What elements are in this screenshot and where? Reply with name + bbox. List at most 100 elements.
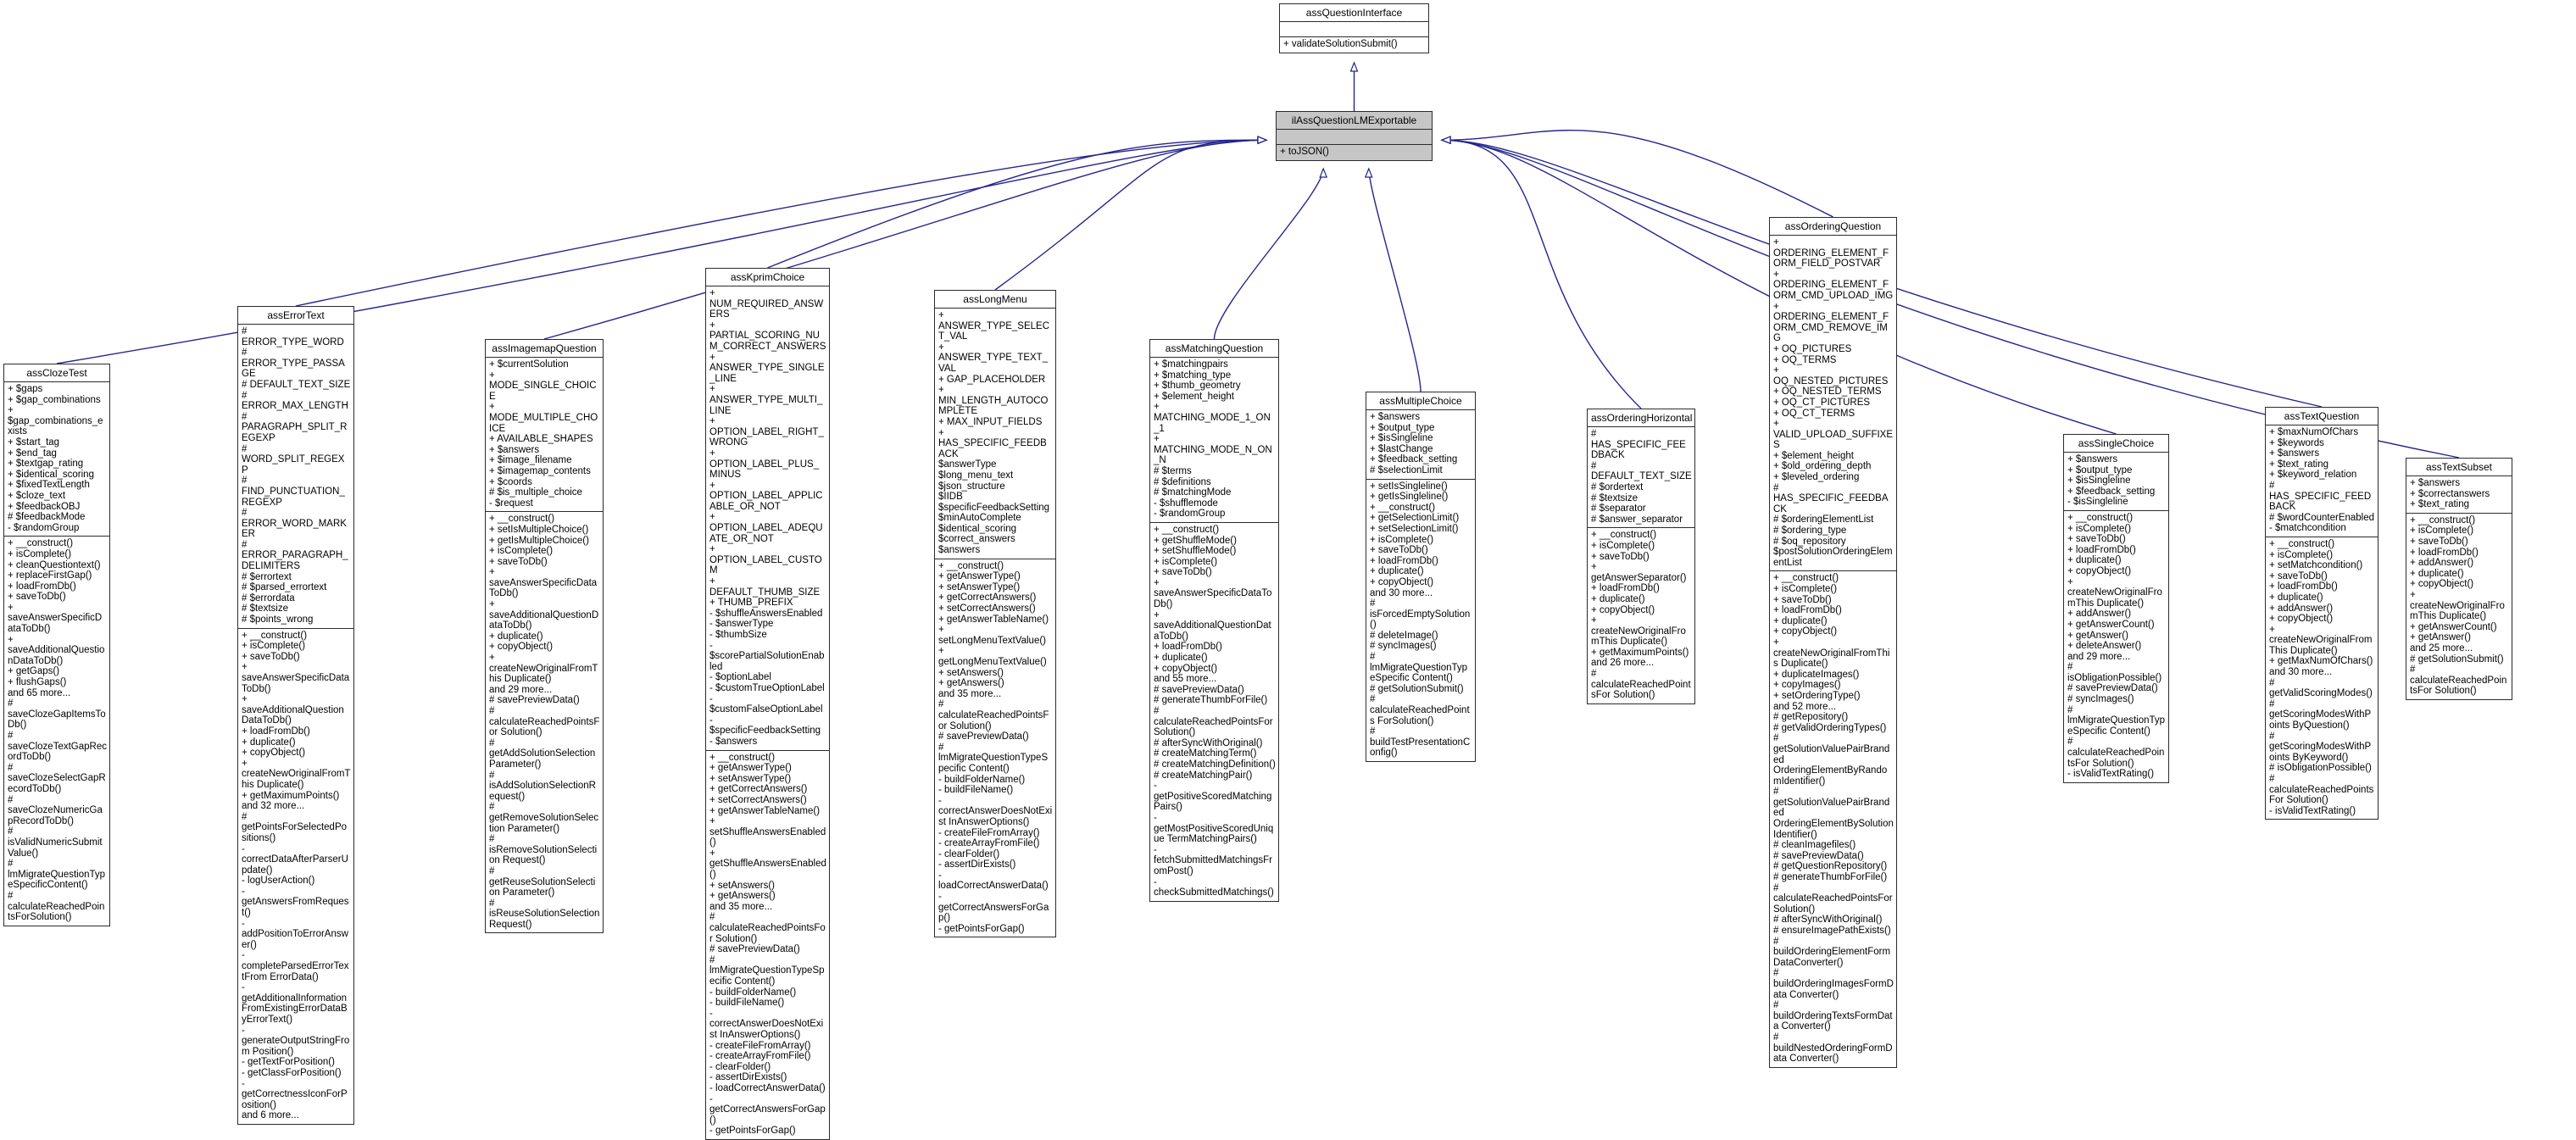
class-method-row: + saveAnswerSpecificDataToDb() — [1154, 577, 1272, 610]
class-node-assErrorText[interactable]: assErrorText# ERROR_TYPE_WORD# ERROR_TYP… — [237, 306, 354, 1125]
class-method-row: + saveToDb() — [242, 651, 300, 662]
class-method-row: + setIsSingleline() — [1370, 481, 1448, 492]
class-method-row: + duplicate() — [489, 631, 543, 642]
class-node-assMultipleChoice[interactable]: assMultipleChoice+ $answers+ $output_typ… — [1366, 392, 1476, 762]
class-attribute-row: - $scorePartialSolutionEnabled — [709, 640, 825, 672]
class-method-row: - logUserAction() — [242, 876, 315, 887]
class-method-row: + getMaximumPoints() — [242, 790, 340, 801]
class-methods: + __construct()+ getShuffleMode()+ setSh… — [1150, 523, 1278, 901]
class-method-row: + getAnswerTableName() — [709, 805, 821, 816]
class-diagram-canvas: assQuestionInterface+ validateSolutionSu… — [3, 3, 2512, 1140]
class-attribute-row: # ERROR_MAX_LENGTH — [242, 390, 348, 412]
class-method-row: and 65 more... — [8, 687, 71, 698]
class-method-row: + duplicate() — [1154, 653, 1208, 664]
class-method-row: + saveToDb() — [2067, 534, 2126, 545]
class-method-row: - completeParsedErrorTextFrom ErrorData(… — [242, 950, 349, 982]
class-method-row: - getPositiveScoredMatching Pairs() — [1154, 781, 1272, 813]
class-method-row: and 52 more... — [1773, 701, 1837, 712]
class-node-assSingleChoice[interactable]: assSingleChoice+ $answers+ $output_type+… — [2063, 434, 2169, 783]
class-node-assOrderingQuestion[interactable]: assOrderingQuestion+ ORDERING_ELEMENT_FO… — [1769, 217, 1897, 1068]
class-method-row: # createMatchingTerm() — [1154, 748, 1257, 759]
class-methods: + __construct()+ isComplete()+ saveToDb(… — [2064, 511, 2168, 782]
class-method-row: # getReuseSolutionSelection Parameter() — [489, 865, 596, 898]
class-method-row: + copyObject() — [1154, 663, 1218, 674]
class-node-assImagemapQuestion[interactable]: assImagemapQuestion+ $currentSolution+ M… — [485, 339, 604, 934]
class-node-assOrderingHorizontal[interactable]: assOrderingHorizontal# HAS_SPECIFIC_FEED… — [1587, 409, 1695, 704]
class-method-row: + setIsMultipleChoice() — [489, 524, 589, 535]
class-attribute-row: + MODE_MULTIPLE_CHOICE — [489, 402, 598, 434]
class-attribute-row: # PARAGRAPH_SPLIT_REGEXP — [242, 411, 348, 443]
class-method-row: + setAnswers() — [709, 880, 776, 891]
class-method-row: + duplicate() — [242, 737, 296, 748]
class-method-row: + getCorrectAnswers() — [938, 592, 1037, 603]
class-attribute-row: - $shuffleAnswersEnabled — [709, 608, 823, 619]
class-method-row: + copyObject() — [2410, 579, 2474, 590]
class-node-assQuestionInterface[interactable]: assQuestionInterface+ validateSolutionSu… — [1279, 3, 1429, 53]
class-method-row: # getSolutionSubmit() — [1370, 683, 1464, 694]
class-method-row: + isComplete() — [1370, 534, 1434, 545]
class-attribute-row: $identical_scoring — [938, 523, 1017, 534]
class-method-row: # generateThumbForFile() — [1154, 695, 1268, 706]
class-method-row: - clearFolder() — [709, 1061, 771, 1072]
class-method-row: # saveClozeNumericGapRecordToDb() — [8, 794, 103, 826]
class-attribute-row: + $feedbackOBJ — [8, 501, 81, 512]
class-attributes: # ERROR_TYPE_WORD# ERROR_TYPE_PASSAGE# D… — [238, 325, 353, 629]
class-method-row: + duplicate() — [1591, 593, 1645, 604]
class-attribute-row: # $separator — [1591, 503, 1646, 514]
class-method-row: + isComplete() — [242, 641, 306, 652]
class-attribute-row: $json_structure — [938, 481, 1005, 492]
class-attribute-row: + $leveled_ordering — [1773, 472, 1860, 483]
class-attribute-row: + $answers — [2269, 448, 2320, 459]
class-method-row: # deleteImage() — [1370, 630, 1438, 641]
class-method-row: # isObligationPossible() — [2269, 763, 2372, 774]
class-attribute-row: # $definitions — [1154, 476, 1211, 487]
class-method-row: + getAnswers() — [709, 891, 776, 902]
class-node-assLongMenu[interactable]: assLongMenu+ ANSWER_TYPE_SELECT_VAL+ ANS… — [934, 290, 1056, 938]
class-attributes — [1277, 130, 1432, 145]
class-node-ilAssQuestionLMExportable[interactable]: ilAssQuestionLMExportable+ toJSON() — [1276, 111, 1433, 161]
class-method-row: # getScoringModesWithPoints ByKeyword() — [2269, 731, 2372, 763]
class-attribute-row: $long_menu_text — [938, 470, 1014, 481]
class-method-row: + getAnswerSeparator() — [1591, 562, 1687, 583]
class-attribute-row: + OPTION_LABEL_PLUS_MINUS — [709, 448, 820, 481]
class-method-row: and 25 more... — [2410, 642, 2473, 653]
class-method-row: # buildOrderingImagesFormData Converter(… — [1773, 968, 1894, 1000]
class-attributes: + $answers+ $correctanswers+ $text_ratin… — [2406, 476, 2512, 514]
class-attribute-row: - $answers — [709, 736, 758, 747]
class-method-row: + setCorrectAnswers() — [709, 794, 807, 805]
class-method-row: + isComplete() — [1773, 584, 1838, 594]
class-attributes: + $matchingpairs+ $matching_type+ $thumb… — [1150, 358, 1278, 523]
class-node-assTextSubset[interactable]: assTextSubset+ $answers+ $correctanswers… — [2406, 458, 2512, 700]
class-attribute-row: # $ordering_type — [1773, 526, 1847, 537]
class-methods: + __construct()+ isComplete()+ saveToDb(… — [238, 629, 353, 1124]
class-method-row: + deleteAnswer() — [2067, 641, 2142, 652]
class-method-row: - createArrayFromFile() — [709, 1051, 811, 1062]
class-attribute-row: + ANSWER_TYPE_TEXT_VAL — [938, 342, 1049, 374]
class-attribute-row: + OQ_CT_TERMS — [1773, 408, 1855, 419]
class-method-row: + flushGaps() — [8, 677, 67, 688]
class-attribute-row: # $textsize — [242, 603, 288, 614]
class-method-row: # isValidNumericSubmitValue() — [8, 826, 103, 859]
class-node-assKprimChoice[interactable]: assKprimChoice+ NUM_REQUIRED_ANSWERS+ PA… — [705, 268, 830, 1140]
class-node-assClozeTest[interactable]: assClozeTest+ $gaps+ $gap_combinations+ … — [3, 364, 110, 926]
class-node-assMatchingQuestion[interactable]: assMatchingQuestion+ $matchingpairs+ $ma… — [1149, 339, 1279, 902]
class-method-row: + __construct() — [2067, 512, 2134, 523]
class-method-row: + getAnswer() — [2067, 630, 2128, 641]
class-method-row: + setAnswers() — [938, 667, 1004, 678]
class-attribute-row: # $errortext — [242, 571, 292, 582]
class-method-row: - buildFileName() — [709, 998, 785, 1009]
class-attribute-row: + $identical_scoring — [8, 469, 94, 480]
class-attribute-row: # $textsize — [1591, 492, 1638, 503]
class-node-assTextQuestion[interactable]: assTextQuestion+ $maxNumOfChars+ $keywor… — [2265, 407, 2378, 820]
class-method-row: + loadFromDb() — [242, 726, 310, 737]
class-method-row: + setCorrectAnswers() — [938, 603, 1036, 614]
class-method-row: + duplicateImages() — [1773, 669, 1860, 680]
class-node-title: assOrderingHorizontal — [1588, 409, 1694, 427]
class-method-row: + createNewOriginalFromThis Duplicate() — [1773, 637, 1890, 670]
class-method-row: - buildFolderName() — [938, 774, 1026, 785]
class-method-row: + loadFromDb() — [8, 581, 76, 592]
class-method-row: + saveToDb() — [1370, 545, 1428, 556]
class-method-row: + setAnswerType() — [938, 581, 1021, 592]
class-attribute-row: + OQ_NESTED_TERMS — [1773, 386, 1882, 398]
class-method-row: + setLongMenuTextValue() — [938, 625, 1046, 646]
